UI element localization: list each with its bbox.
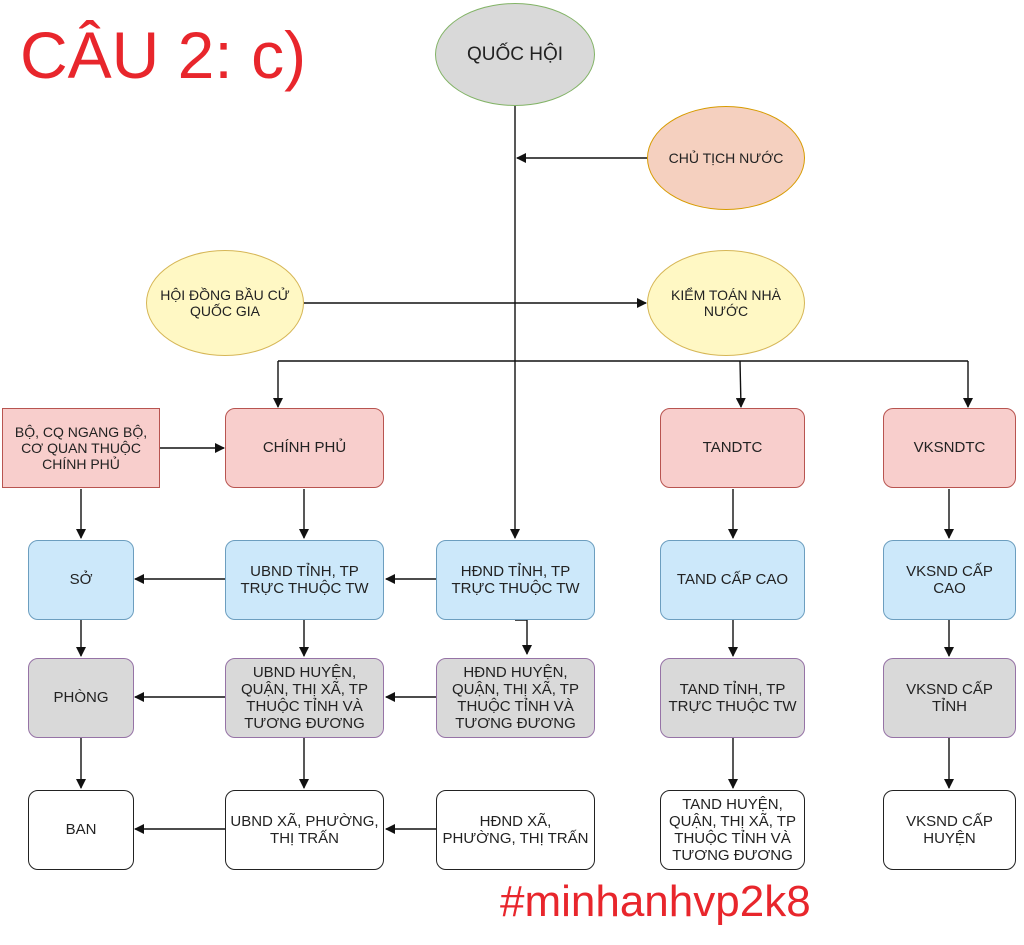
node-vksnd-huyen: VKSND CẤP HUYỆN [883, 790, 1016, 870]
node-quoc-hoi: QUỐC HỘI [435, 3, 595, 106]
node-vksndtc: VKSNDTC [883, 408, 1016, 488]
node-bo-cq: BỘ, CQ NGANG BỘ, CƠ QUAN THUỘC CHÍNH PHỦ [2, 408, 160, 488]
node-hdnd-xa: HĐND XÃ, PHƯỜNG, THỊ TRẤN [436, 790, 595, 870]
hashtag-watermark: #minhanhvp2k8 [500, 877, 811, 926]
node-kiem-toan: KIỂM TOÁN NHÀ NƯỚC [647, 250, 805, 356]
node-hdnd-tinh: HĐND TỈNH, TP TRỰC THUỘC TW [436, 540, 595, 620]
node-hoi-dong-bau-cu: HỘI ĐỒNG BẦU CỬ QUỐC GIA [146, 250, 304, 356]
node-ubnd-huyen: UBND HUYỆN, QUẬN, THỊ XÃ, TP THUỘC TỈNH … [225, 658, 384, 738]
node-phong: PHÒNG [28, 658, 134, 738]
node-chu-tich-nuoc: CHỦ TỊCH NƯỚC [647, 106, 805, 210]
node-tand-huyen: TAND HUYỆN, QUẬN, THỊ XÃ, TP THUỘC TỈNH … [660, 790, 805, 870]
node-chinh-phu: CHÍNH PHỦ [225, 408, 384, 488]
node-tand-tinh: TAND TỈNH, TP TRỰC THUỘC TW [660, 658, 805, 738]
page-title: CÂU 2: c) [20, 18, 307, 92]
node-vksnd-cap-cao: VKSND CẤP CAO [883, 540, 1016, 620]
node-tand-cap-cao: TAND CẤP CAO [660, 540, 805, 620]
node-so: SỞ [28, 540, 134, 620]
node-ubnd-tinh: UBND TỈNH, TP TRỰC THUỘC TW [225, 540, 384, 620]
edge-hdnd-tinh-huyen [515, 619, 532, 655]
node-hdnd-huyen: HĐND HUYỆN, QUẬN, THỊ XÃ, TP THUỘC TỈNH … [436, 658, 595, 738]
edge-to-tandtc [735, 360, 746, 408]
node-tandtc: TANDTC [660, 408, 805, 488]
node-ubnd-xa: UBND XÃ, PHƯỜNG, THỊ TRẤN [225, 790, 384, 870]
node-ban: BAN [28, 790, 134, 870]
node-vksnd-tinh: VKSND CẤP TỈNH [883, 658, 1016, 738]
